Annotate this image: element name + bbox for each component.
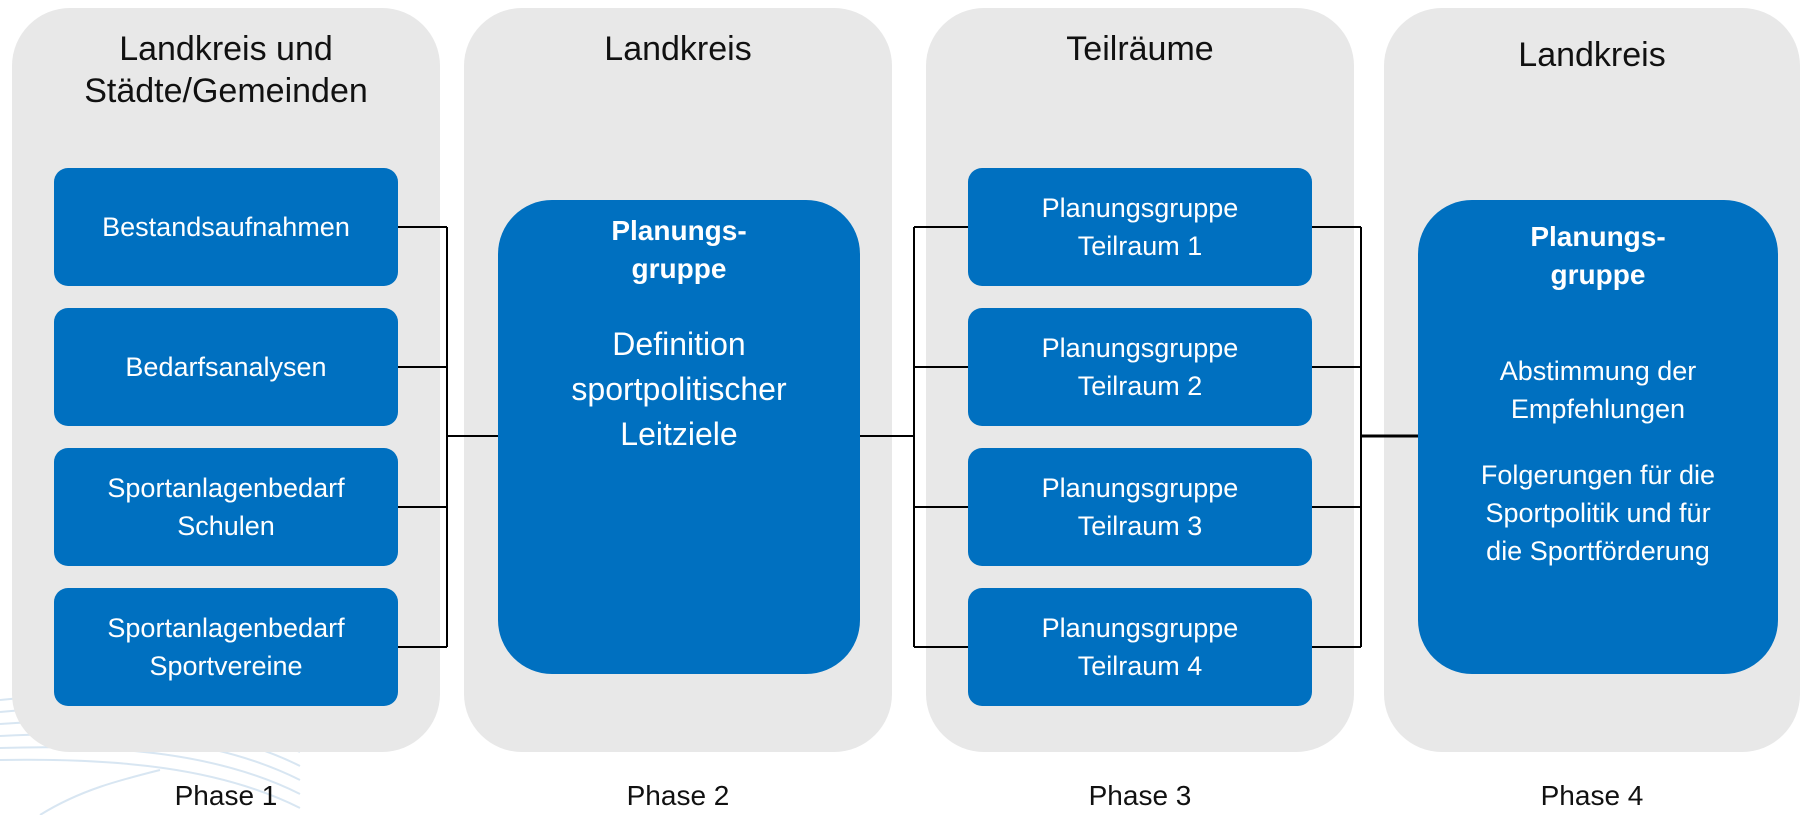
box-label: Bestandsaufnahmen (102, 212, 350, 242)
phase-4-title: Landkreis (1518, 36, 1666, 74)
box-label: Bedarfsanalysen (125, 352, 327, 382)
box-bedarfsanalysen: Bedarfsanalysen (54, 308, 398, 426)
box-label: Planungsgruppe Teilraum 1 (1041, 193, 1239, 261)
phase-3-title: Teilräume (1066, 30, 1214, 68)
box-heading: Planungs-gruppe (1530, 221, 1666, 290)
box-label: Planungsgruppe Teilraum 4 (1041, 613, 1239, 681)
box-label: Sportanlagenbedarf Schulen (107, 473, 345, 541)
box-planungsgruppe-teilraum-3: Planungsgruppe Teilraum 3 (968, 448, 1312, 566)
box-label: Planungsgruppe Teilraum 2 (1041, 333, 1239, 401)
box-bestandsaufnahmen: Bestandsaufnahmen (54, 168, 398, 286)
box-planungsgruppe-teilraum-2: Planungsgruppe Teilraum 2 (968, 308, 1312, 426)
box-sportanlagenbedarf-sportvereine: Sportanlagenbedarf Sportvereine (54, 588, 398, 706)
planungsgruppe-box-phase-4: Planungs-gruppe Abstimmung der Empfehlun… (1418, 200, 1778, 674)
box-sportanlagenbedarf-schulen: Sportanlagenbedarf Schulen (54, 448, 398, 566)
box-heading: Planungs-gruppe (611, 215, 747, 284)
planungsgruppe-box-phase-2: Planungs-gruppe Definition sportpolitisc… (498, 200, 860, 674)
box-planungsgruppe-teilraum-4: Planungsgruppe Teilraum 4 (968, 588, 1312, 706)
phase-2-label: Phase 2 (626, 780, 730, 811)
phase-2-title: Landkreis (604, 30, 752, 68)
box-label: Planungsgruppe Teilraum 3 (1041, 473, 1239, 541)
box-text-1: Abstimmung der Empfehlungen (1499, 356, 1697, 424)
phase-4-label: Phase 4 (1540, 780, 1644, 811)
box-label: Sportanlagenbedarf Sportvereine (107, 613, 345, 681)
box-text-2: Folgerungen für die Sportpolitik und für… (1480, 460, 1716, 566)
box-text: Definition sportpolitischer Leitziele (571, 326, 787, 452)
box-planungsgruppe-teilraum-1: Planungsgruppe Teilraum 1 (968, 168, 1312, 286)
phase-3-label: Phase 3 (1088, 780, 1192, 811)
phase-1-title: Landkreis und Städte/Gemeinden (84, 30, 368, 110)
phase-1-label: Phase 1 (174, 780, 278, 811)
